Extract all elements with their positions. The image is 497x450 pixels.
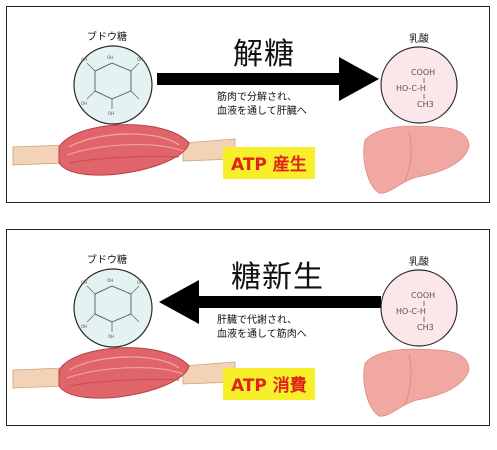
muscle-illustration [12,347,236,399]
description-line: 肝臓で代謝され、 [217,315,298,326]
svg-text:OH: OH [81,324,87,329]
svg-text:OH: OH [137,280,143,285]
glucose-label: ブドウ糖 [87,255,127,266]
muscle-illustration [12,124,236,176]
svg-text:OH: OH [81,57,87,62]
liver-illustration [363,125,470,194]
svg-text:OH: OH [107,55,113,60]
svg-text:CH3: CH3 [417,323,434,332]
lactate-label: 乳酸 [409,34,429,45]
lactate-label: 乳酸 [409,257,429,268]
description-line: 血液を通して肝臓へ [217,106,307,117]
description-line: 血液を通して筋肉へ [217,329,307,340]
atp-badge: ATP 消費 [223,368,315,400]
description-line: 筋肉で分解され、 [217,92,298,103]
lactate-molecule: COOH HO-C-H CH3 [380,46,458,124]
atp-badge: ATP 産生 [223,147,315,179]
lactate-molecule: COOH HO-C-H CH3 [380,269,458,347]
glucose-molecule: OH OH OH OH OH [73,45,153,125]
gluconeogenesis-panel: OH OH OH OH OH COOH HO-C-H CH3 [6,229,490,426]
glucose-label: ブドウ糖 [87,32,127,43]
process-description: 肝臓で代謝され、 血液を通して筋肉へ [217,314,307,342]
liver-illustration [363,348,470,417]
svg-text:OH: OH [81,101,87,106]
glycolysis-panel: OH OH OH OH OH COOH HO-C-H CH3 [6,6,490,203]
process-title: 糖新生 [231,260,324,295]
arrow-left-icon [159,280,381,324]
svg-text:COOH: COOH [411,291,435,300]
svg-text:HO-C-H: HO-C-H [396,84,426,93]
svg-text:OH: OH [108,334,114,339]
svg-text:OH: OH [81,280,87,285]
svg-text:OH: OH [108,111,114,116]
arrow-right-icon [157,57,379,101]
glycolysis-illustration: OH OH OH OH OH COOH HO-C-H CH3 [12,45,470,194]
svg-text:OH: OH [107,278,113,283]
svg-text:HO-C-H: HO-C-H [396,307,426,316]
process-description: 筋肉で分解され、 血液を通して肝臓へ [217,91,307,119]
svg-text:CH3: CH3 [417,100,434,109]
glucose-molecule: OH OH OH OH OH [73,268,153,348]
svg-text:OH: OH [137,57,143,62]
process-title: 解糖 [233,37,295,72]
gluconeogenesis-illustration: OH OH OH OH OH COOH HO-C-H CH3 [12,268,470,417]
svg-text:COOH: COOH [411,68,435,77]
